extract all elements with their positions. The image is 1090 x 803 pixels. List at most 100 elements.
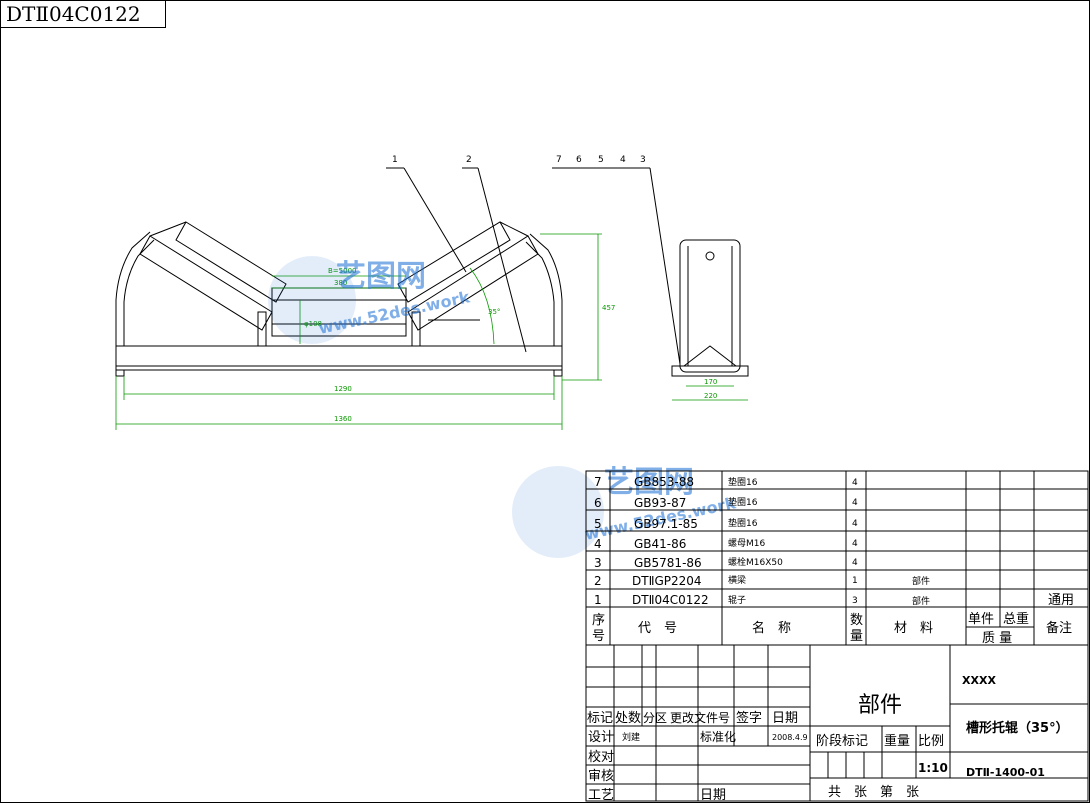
svg-text:阶段标记: 阶段标记 bbox=[816, 734, 868, 749]
svg-text:总重: 总重 bbox=[1003, 611, 1029, 627]
svg-text:GB97.1-85: GB97.1-85 bbox=[634, 517, 698, 531]
dim-angle: 35° bbox=[488, 308, 500, 316]
svg-text:4: 4 bbox=[620, 155, 626, 165]
svg-text:7: 7 bbox=[594, 475, 602, 489]
callout-2: 2 bbox=[466, 155, 472, 165]
svg-text:质 量: 质 量 bbox=[982, 631, 1012, 646]
svg-text:1:10: 1:10 bbox=[918, 761, 948, 775]
svg-text:重量: 重量 bbox=[884, 733, 910, 749]
svg-text:设计: 设计 bbox=[588, 730, 614, 745]
svg-text:4: 4 bbox=[852, 519, 858, 529]
svg-text:部件: 部件 bbox=[912, 575, 930, 587]
dim-inner: 380 bbox=[334, 279, 347, 287]
dim-belt-width: B=5000 bbox=[328, 267, 356, 275]
svg-text:更改文件号: 更改文件号 bbox=[670, 710, 730, 725]
svg-text:6: 6 bbox=[594, 496, 602, 510]
left-bracket bbox=[115, 231, 151, 346]
svg-text:1: 1 bbox=[852, 576, 858, 586]
svg-text:共 张 第 张: 共 张 第 张 bbox=[828, 785, 919, 800]
svg-text:垫圈16: 垫圈16 bbox=[728, 517, 758, 529]
svg-text:4: 4 bbox=[852, 478, 858, 488]
dim-width1: 1290 bbox=[334, 385, 352, 393]
svg-text:6: 6 bbox=[576, 155, 582, 165]
bom-header: 序 号 代 号 名 称 数 量 材 料 单件 总重 质 量 备注 bbox=[592, 611, 1072, 646]
svg-text:GB853-88: GB853-88 bbox=[634, 475, 694, 489]
right-bracket bbox=[529, 233, 563, 346]
svg-text:号: 号 bbox=[592, 629, 605, 644]
svg-text:4: 4 bbox=[852, 539, 858, 549]
svg-text:4: 4 bbox=[852, 558, 858, 568]
dim-side-inner: 170 bbox=[704, 378, 717, 386]
dim-total-height: 457 bbox=[602, 304, 615, 312]
side-callouts: 7 6 5 4 3 bbox=[556, 155, 646, 165]
svg-text:7: 7 bbox=[556, 155, 562, 165]
svg-text:备注: 备注 bbox=[1046, 620, 1072, 636]
bom-table bbox=[585, 470, 1089, 646]
svg-text:单件: 单件 bbox=[968, 612, 994, 627]
side-body bbox=[679, 239, 741, 373]
right-wing-roller bbox=[407, 235, 539, 331]
svg-text:DTⅡ04C0122: DTⅡ04C0122 bbox=[632, 593, 709, 607]
svg-text:材 料: 材 料 bbox=[894, 621, 933, 636]
svg-text:审核: 审核 bbox=[588, 769, 614, 784]
svg-text:3: 3 bbox=[594, 556, 602, 570]
svg-text:部件: 部件 bbox=[858, 693, 902, 718]
svg-text:横梁: 横梁 bbox=[728, 574, 746, 586]
svg-text:4: 4 bbox=[852, 498, 858, 508]
bom-rows: 7 GB853-88 垫圈16 4 6 GB93-87 垫圈16 4 5 GB9… bbox=[594, 475, 1074, 608]
svg-text:处数: 处数 bbox=[615, 711, 641, 726]
svg-text:GB5781-86: GB5781-86 bbox=[634, 556, 702, 570]
svg-text:部件: 部件 bbox=[912, 595, 930, 607]
svg-text:辊子: 辊子 bbox=[728, 594, 746, 606]
svg-text:GB41-86: GB41-86 bbox=[634, 537, 686, 551]
svg-text:垫圈16: 垫圈16 bbox=[728, 496, 758, 508]
svg-text:3: 3 bbox=[852, 596, 858, 606]
svg-text:日期: 日期 bbox=[700, 788, 726, 803]
dim-height-small: φ108 bbox=[304, 320, 322, 328]
svg-text:分区: 分区 bbox=[643, 711, 667, 725]
svg-text:垫圈16: 垫圈16 bbox=[728, 476, 758, 488]
svg-text:5: 5 bbox=[598, 155, 604, 165]
svg-text:2: 2 bbox=[594, 574, 602, 588]
front-view bbox=[115, 167, 563, 377]
svg-text:5: 5 bbox=[594, 517, 602, 531]
svg-text:刘建: 刘建 bbox=[622, 731, 640, 743]
title-block bbox=[585, 644, 1089, 802]
svg-text:名 称: 名 称 bbox=[752, 620, 791, 636]
dim-width2: 1360 bbox=[334, 415, 352, 423]
svg-text:签字: 签字 bbox=[736, 710, 762, 726]
svg-text:2008.4.9: 2008.4.9 bbox=[772, 733, 808, 742]
svg-text:校对: 校对 bbox=[588, 749, 614, 765]
svg-text:数: 数 bbox=[850, 613, 863, 628]
svg-text:XXXX: XXXX bbox=[962, 674, 996, 687]
svg-text:螺母M16: 螺母M16 bbox=[728, 538, 765, 549]
svg-text:1: 1 bbox=[594, 593, 602, 607]
left-wing-roller bbox=[139, 235, 273, 331]
base-beam bbox=[115, 345, 563, 371]
svg-text:代 号: 代 号 bbox=[638, 621, 677, 636]
dim-side-outer: 220 bbox=[704, 392, 717, 400]
svg-text:标准化: 标准化 bbox=[700, 730, 736, 744]
svg-text:日期: 日期 bbox=[772, 711, 798, 726]
svg-text:序: 序 bbox=[592, 613, 605, 628]
svg-text:DTⅡ-1400-01: DTⅡ-1400-01 bbox=[966, 766, 1045, 779]
watermark-2: 艺图网 www.52des.work bbox=[512, 465, 738, 558]
side-view bbox=[552, 167, 749, 377]
svg-text:DTⅡGP2204: DTⅡGP2204 bbox=[632, 574, 702, 588]
svg-text:工艺: 工艺 bbox=[588, 788, 614, 803]
svg-text:螺栓M16X50: 螺栓M16X50 bbox=[728, 556, 783, 568]
svg-text:3: 3 bbox=[640, 155, 646, 165]
svg-text:量: 量 bbox=[850, 629, 863, 644]
svg-text:艺图网: 艺图网 bbox=[336, 259, 426, 294]
svg-text:比例: 比例 bbox=[918, 734, 944, 749]
front-dimensions bbox=[115, 233, 602, 430]
svg-text:标记: 标记 bbox=[587, 711, 613, 726]
svg-text:通用: 通用 bbox=[1048, 593, 1074, 608]
svg-text:4: 4 bbox=[594, 537, 602, 551]
title-block-text: 标记 处数 分区 更改文件号 签字 日期 设计 刘建 标准化 2008.4.9 … bbox=[587, 674, 1069, 803]
callout-1: 1 bbox=[392, 155, 398, 165]
svg-text:槽形托辊（35°）: 槽形托辊（35°） bbox=[966, 720, 1069, 736]
svg-text:GB93-87: GB93-87 bbox=[634, 496, 686, 510]
drawing-code-box: DTⅡ04C0122 bbox=[0, 0, 166, 28]
